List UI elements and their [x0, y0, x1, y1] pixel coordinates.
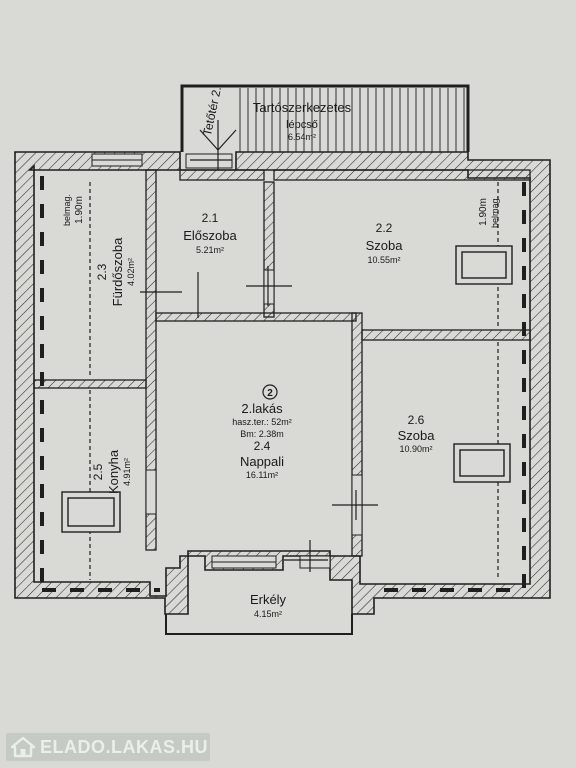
room-area-2-4: 16.11m²: [246, 470, 278, 480]
watermark-text: ELADO.LAKAS.HU: [40, 736, 208, 757]
room-number-2-1: 2.1: [202, 211, 219, 225]
attic-label: Tetőtér 2.: [200, 85, 224, 137]
stair-area: 6.54m²: [288, 132, 316, 142]
height-value-left: 1.90m: [74, 196, 85, 224]
room-name-2-5: Konyha: [106, 449, 121, 494]
stair-title: Tartószerkezetes: [253, 100, 352, 115]
door-markers: [140, 159, 378, 572]
watermark: ELADO.LAKAS.HU: [6, 733, 210, 761]
staircase: [180, 84, 470, 170]
apartment-marker: 2: [267, 388, 273, 399]
apartment-total-area: hasz.ter.: 52m²: [232, 417, 292, 427]
outer-dash-lines: [40, 176, 526, 592]
room-area-2-3: 4.02m²: [126, 258, 136, 286]
interior-walls: [33, 169, 531, 557]
apartment-height: Bm: 2.38m: [240, 429, 284, 439]
room-area-2-1: 5.21m²: [196, 245, 224, 255]
room-name-2-6: Szoba: [398, 428, 436, 443]
stair-subtitle: lépcső: [286, 119, 318, 131]
room-number-2-2: 2.2: [376, 221, 393, 235]
room-name-2-1: Előszoba: [183, 228, 237, 243]
room-number-2-6: 2.6: [408, 413, 425, 427]
room-area-2-2: 10.55m²: [367, 255, 400, 265]
height-value-right: 1.90m: [478, 198, 489, 226]
room-area-2-6: 10.90m²: [399, 444, 432, 454]
apartment-title: 2.lakás: [241, 401, 283, 416]
house-icon: [10, 736, 36, 758]
room-name-2-3: Fürdőszoba: [110, 237, 125, 306]
height-label-right: belmag.: [490, 196, 500, 228]
room-name-2-4: Nappali: [240, 454, 284, 469]
room-name-erkely: Erkély: [250, 592, 287, 607]
window-lines: [92, 159, 276, 563]
room-name-2-2: Szoba: [366, 238, 404, 253]
room-area-2-5: 4.91m²: [122, 458, 132, 486]
balcony-railing: [165, 614, 353, 635]
apartment-marker-circle: [262, 384, 278, 400]
room-number-2-4: 2.4: [254, 439, 271, 453]
room-number-2-5: 2.5: [91, 463, 105, 480]
skylights: [61, 245, 513, 533]
room-area-erkely: 4.15m²: [254, 609, 282, 619]
room-number-2-3: 2.3: [95, 263, 109, 280]
openings: [91, 153, 363, 569]
height-label-left: belmag.: [62, 194, 72, 226]
